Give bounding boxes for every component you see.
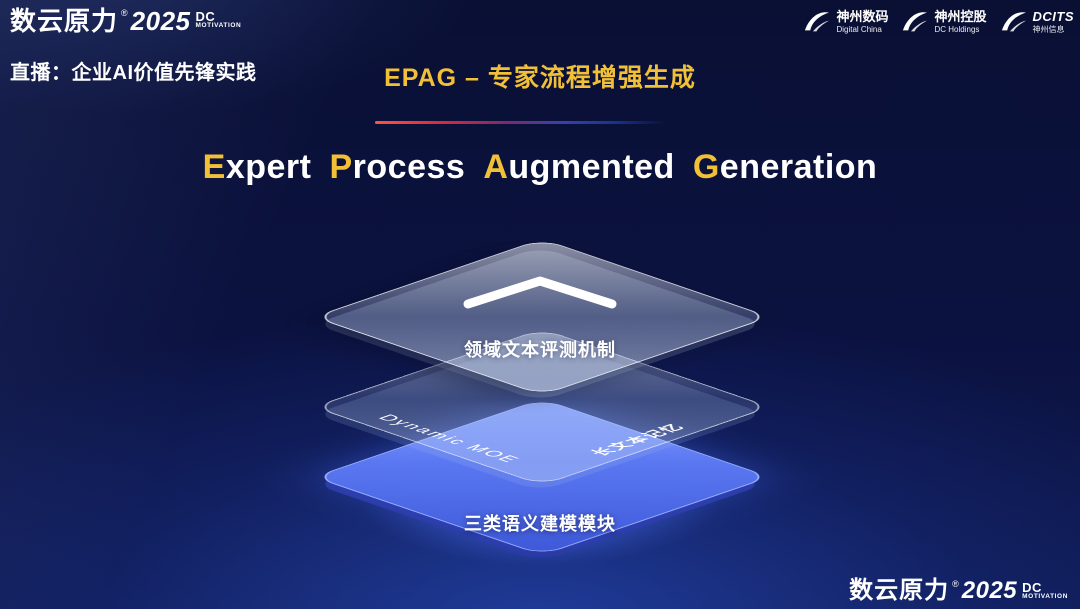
partner-logos: 神州数码 Digital China 神州控股 DC Holdings DCIT… [802, 9, 1074, 34]
digital-china-swoosh-icon [805, 12, 830, 32]
title-word-process: Process [329, 148, 465, 186]
registered-mark: ® [952, 579, 959, 589]
partner-name: 神州控股 [934, 9, 987, 24]
top-layer [312, 238, 772, 396]
brand-subtitle: DC MOTIVATION [1022, 581, 1068, 601]
title-initial: G [692, 148, 720, 186]
stream-label: 直播：企业AI价值先锋实践 [10, 62, 257, 84]
top-layer-label: 领域文本评测机制 [464, 340, 616, 360]
partner-text: 神州控股 DC Holdings [934, 9, 986, 34]
brand-year: 2025 [130, 6, 191, 36]
partner-subtitle: 神州信息 [1032, 24, 1065, 34]
gradient-divider [375, 121, 665, 124]
title-word-augmented: Augmented [483, 148, 675, 186]
brand-year: 2025 [961, 577, 1018, 604]
dcits-swoosh-icon [1001, 12, 1026, 32]
chevron-up-icon [463, 276, 617, 309]
title-initial: A [483, 148, 509, 186]
title-rest: eneration [719, 148, 878, 186]
bottom-layer-label: 三类语义建模模块 [464, 514, 616, 534]
title-word-generation: Generation [693, 148, 878, 186]
brand-name: 数云原力 [10, 6, 119, 36]
brand-sub-bottom: MOTIVATION [1022, 593, 1068, 600]
brand-logo-bottom-right: 数云原力 ® 2025 DC MOTIVATION [849, 579, 1068, 603]
title-word-expert: Expert [203, 148, 312, 186]
brand-logo-top-left: 数云原力 ® 2025 DC MOTIVATION [10, 8, 241, 34]
partner-text: 神州数码 Digital China [836, 9, 888, 34]
brand-name: 数云原力 [849, 577, 950, 604]
partner-name: DCITS [1032, 9, 1074, 24]
partner-subtitle: Digital China [836, 24, 882, 34]
title-rest: ugmented [508, 148, 675, 186]
brand-sub-top: DC [1022, 580, 1042, 595]
brand-subtitle: DC MOTIVATION [196, 10, 242, 30]
partner-dcits: DCITS 神州信息 [999, 9, 1075, 34]
brand-sub-top: DC [195, 9, 216, 24]
title-initial: P [329, 148, 353, 186]
slide-title: EPAG – 专家流程增强生成 [384, 64, 696, 92]
brand-sub-bottom: MOTIVATION [195, 22, 242, 29]
title-rest: xpert [225, 148, 312, 186]
partner-dc-holdings: 神州控股 DC Holdings [900, 9, 987, 34]
registered-mark: ® [121, 8, 128, 18]
partner-subtitle: DC Holdings [934, 24, 980, 34]
title-rest: rocess [352, 148, 466, 186]
partner-text: DCITS 神州信息 [1033, 9, 1075, 34]
partner-name: 神州数码 [836, 9, 889, 24]
title-initial: E [202, 148, 226, 186]
page-title: Expert Process Augmented Generation [0, 148, 1080, 187]
dc-holdings-swoosh-icon [903, 12, 928, 32]
partner-digital-china: 神州数码 Digital China [802, 9, 888, 34]
